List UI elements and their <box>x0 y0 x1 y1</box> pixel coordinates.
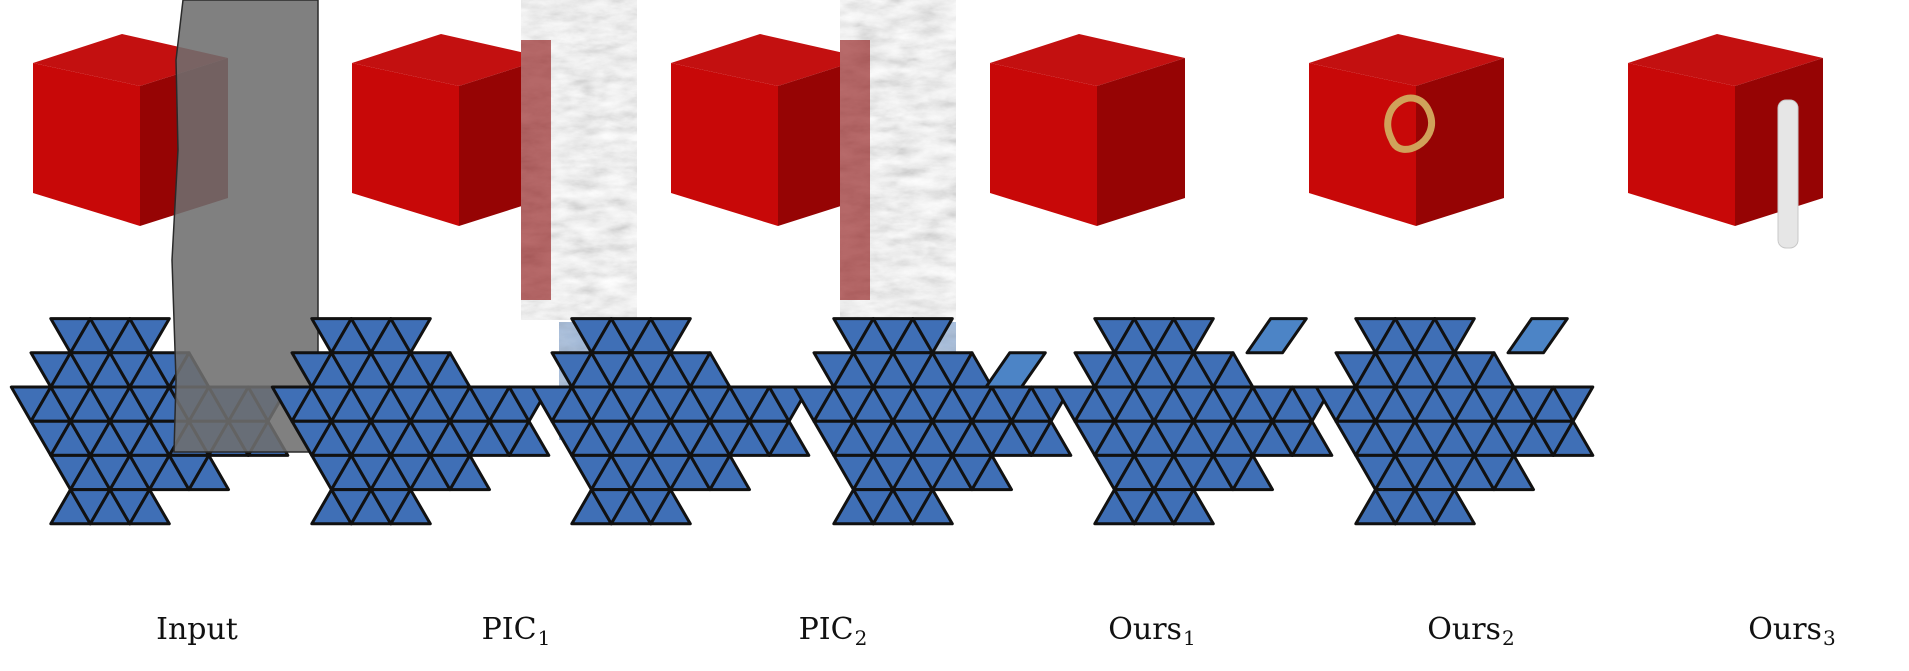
panel-0 <box>9 0 319 526</box>
cube-top-face <box>1309 34 1504 86</box>
net-triangle <box>649 317 692 355</box>
caption-input: Input <box>38 612 356 647</box>
cube-top-face <box>352 34 547 86</box>
net-triangle <box>970 453 1013 492</box>
cube-front-face <box>1628 63 1735 226</box>
net-triangle <box>1492 453 1535 492</box>
caption-ours1-text: Ours <box>1108 612 1182 647</box>
caption-pic2-sub: 2 <box>854 626 868 650</box>
caption-ours2-sub: 2 <box>1501 626 1515 650</box>
net-reconstructed-flap <box>1506 317 1569 355</box>
net-triangle <box>911 488 954 526</box>
caption-ours2: Ours2 <box>1312 612 1630 650</box>
net-triangle <box>1433 317 1476 355</box>
net-triangle <box>1433 488 1476 526</box>
panel-3 <box>792 34 1185 526</box>
caption-pic2: PIC2 <box>674 612 992 650</box>
net-reconstructed-flap <box>984 351 1047 389</box>
caption-ours2-text: Ours <box>1427 612 1501 647</box>
net-triangle <box>767 419 811 457</box>
cube-front-face <box>1309 63 1416 226</box>
caption-pic1-sub: 1 <box>537 626 551 650</box>
net-triangle <box>649 488 692 526</box>
net-triangle <box>128 488 171 526</box>
net-triangle <box>1231 453 1274 492</box>
cube-top-face <box>990 34 1185 86</box>
caption-ours3: Ours3 <box>1633 612 1909 650</box>
net-reconstructed-flap <box>1245 317 1308 355</box>
caption-pic1-text: PIC <box>481 612 537 647</box>
caption-ours3-text: Ours <box>1748 612 1822 647</box>
cube-front-face <box>352 63 459 226</box>
caption-input-text: Input <box>156 612 238 647</box>
cube-top-face <box>1628 34 1823 86</box>
net-triangle <box>1290 419 1334 457</box>
cube-front-face <box>671 63 778 226</box>
net-triangle <box>448 453 491 492</box>
inpainted-ring-object <box>1384 94 1436 153</box>
panel-5 <box>1314 34 1823 526</box>
net-triangle <box>389 317 432 355</box>
net-triangle <box>1551 419 1595 457</box>
cube-front-face <box>33 63 140 226</box>
occlusion-mask <box>171 0 319 453</box>
caption-pic2-text: PIC <box>798 612 854 647</box>
artifact-red-bleed <box>840 40 870 300</box>
net-triangle <box>1551 385 1595 423</box>
net-triangle <box>911 317 954 355</box>
cube-side-face <box>1416 58 1504 226</box>
caption-ours3-sub: 3 <box>1822 626 1836 650</box>
cube-top-face <box>671 34 866 86</box>
net-triangle <box>389 488 432 526</box>
artifact-red-bleed <box>521 40 551 300</box>
net-triangle <box>187 453 230 492</box>
net-triangle <box>1172 488 1215 526</box>
inpainted-cylinder-object <box>1777 99 1799 249</box>
caption-pic1: PIC1 <box>357 612 675 650</box>
net-triangle <box>708 453 751 492</box>
panel-4 <box>1053 34 1504 526</box>
caption-ours1: Ours1 <box>993 612 1311 650</box>
net-triangle <box>1172 317 1215 355</box>
net-triangle <box>1029 419 1073 457</box>
net-triangle <box>128 317 171 355</box>
cube-side-face <box>1097 58 1185 226</box>
caption-ours1-sub: 1 <box>1182 626 1196 650</box>
net-triangle <box>507 419 551 457</box>
cube-front-face <box>990 63 1097 226</box>
